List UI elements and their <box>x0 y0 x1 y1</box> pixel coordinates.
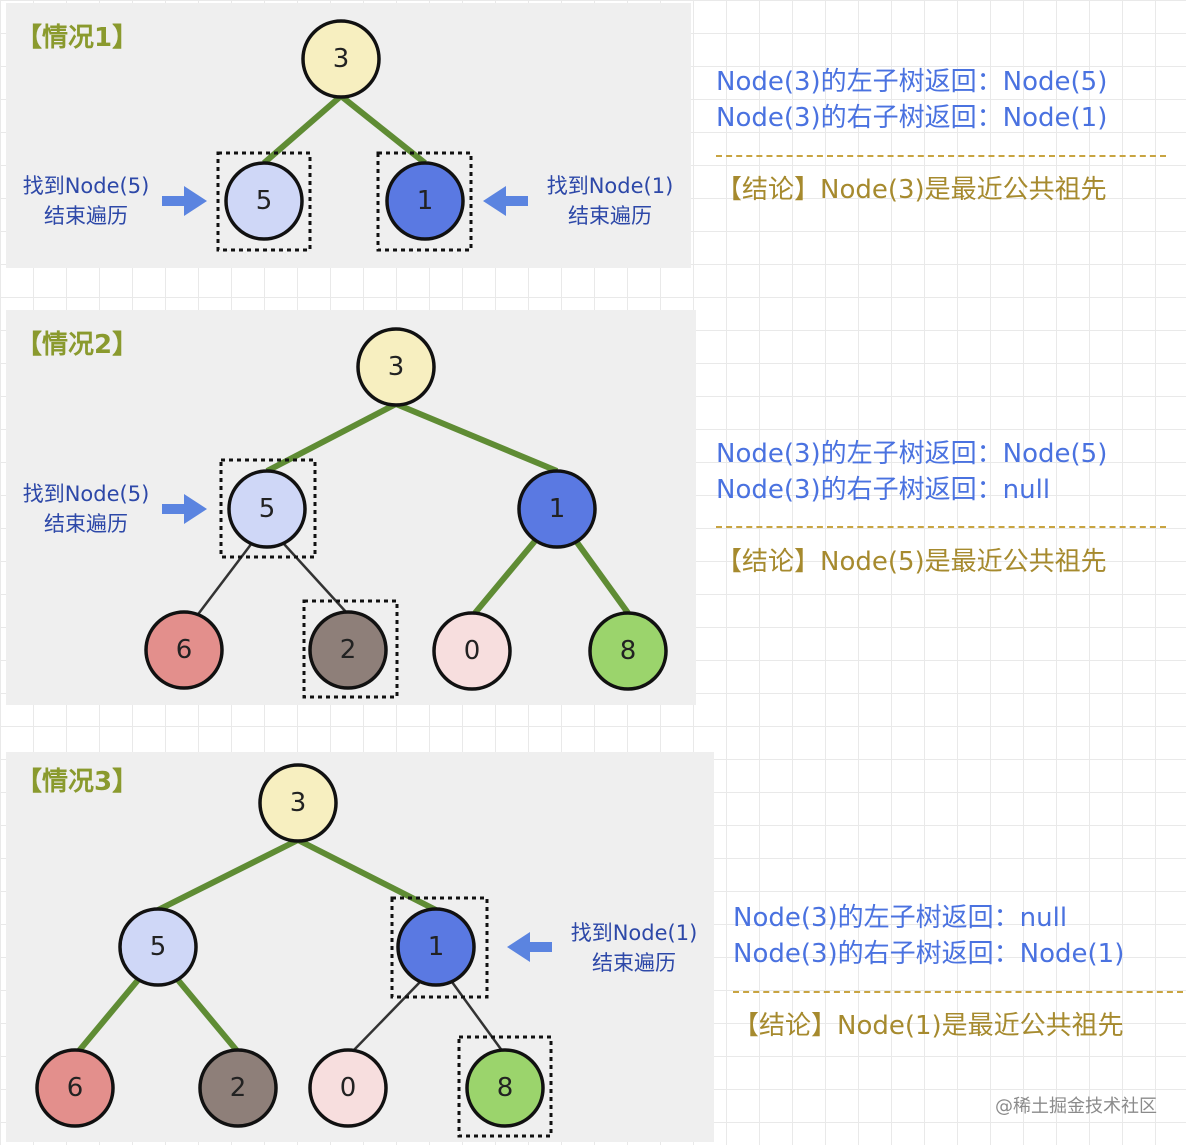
side-label: 结束遍历 <box>44 512 128 536</box>
tree-node <box>396 907 476 987</box>
node-label: 1 <box>549 494 566 524</box>
edge <box>156 837 300 913</box>
tree-node <box>227 469 307 549</box>
tree-node <box>356 327 436 407</box>
edge <box>472 539 538 615</box>
node-label: 1 <box>428 932 445 962</box>
case3-conclusion: 【结论】Node(1)是最近公共祖先 <box>733 1011 1124 1041</box>
found-box <box>390 896 489 999</box>
edge <box>175 978 241 1054</box>
case1-conclusion: 【结论】Node(3)是最近公共祖先 <box>716 175 1107 205</box>
watermark: @稀土掘金技术社区 <box>995 1096 1157 1117</box>
case2-conclusion: 【结论】Node(5)是最近公共祖先 <box>716 547 1107 577</box>
node-label: 3 <box>388 352 405 382</box>
arrow-left-icon <box>483 186 528 216</box>
case2-title: 【情况2】 <box>16 330 138 360</box>
edge <box>75 978 141 1054</box>
case3-right-return: Node(3)的右子树返回：Node(1) <box>733 939 1125 969</box>
tree-node <box>301 19 381 99</box>
case2-right-return: Node(3)的右子树返回：null <box>716 475 1051 505</box>
case2-diagram: 【情况2】 3 5 1 6 2 0 8 找到Node(5) 结束遍历 <box>16 327 668 699</box>
tree-node <box>385 161 465 241</box>
tree-node <box>465 1048 545 1128</box>
case3-left-return: Node(3)的左子树返回：null <box>733 903 1068 933</box>
edge <box>573 539 631 615</box>
arrow-right-icon <box>162 186 207 216</box>
side-label: 找到Node(1) <box>571 921 698 945</box>
node-label: 5 <box>256 186 273 216</box>
node-label: 3 <box>333 44 350 74</box>
edge <box>283 543 347 613</box>
tree-node <box>118 907 198 987</box>
tree-node <box>144 610 224 690</box>
tree-node <box>198 1048 278 1128</box>
tree-node <box>224 161 304 241</box>
case3-title: 【情况3】 <box>16 767 138 797</box>
tree-node <box>35 1048 115 1128</box>
node-label: 6 <box>67 1073 84 1103</box>
tree-node <box>308 1048 388 1128</box>
node-label: 2 <box>230 1073 247 1103</box>
side-label: 结束遍历 <box>44 204 128 228</box>
found-box <box>376 151 473 252</box>
case1-diagram: 【情况1】 3 5 1 找到Node(5) 结束遍历 找到Node(1) 结束遍… <box>16 19 674 252</box>
edge <box>296 837 438 913</box>
node-label: 8 <box>620 636 637 666</box>
case3-separator <box>733 991 1183 993</box>
tree-node <box>432 611 512 691</box>
tree-node <box>517 469 597 549</box>
found-box <box>302 599 399 699</box>
tree-node <box>258 763 338 843</box>
node-label: 3 <box>290 788 307 818</box>
case3-diagram: 【情况3】 3 5 1 6 2 0 8 找到Node(1) 结束遍历 <box>16 763 698 1138</box>
node-label: 5 <box>259 494 276 524</box>
node-label: 1 <box>417 186 434 216</box>
case1-separator <box>716 155 1166 157</box>
arrow-left-icon <box>507 932 552 962</box>
side-label: 找到Node(5) <box>23 482 150 506</box>
case1-right-return: Node(3)的右子树返回：Node(1) <box>716 103 1108 133</box>
tree-node <box>308 610 388 690</box>
case1-title: 【情况1】 <box>16 23 138 53</box>
edge <box>394 401 559 474</box>
node-label: 5 <box>150 932 167 962</box>
side-label: 找到Node(5) <box>23 174 150 198</box>
case1-left-return: Node(3)的左子树返回：Node(5) <box>716 67 1108 97</box>
edge <box>351 981 421 1053</box>
found-box <box>216 151 312 252</box>
node-label: 8 <box>497 1073 514 1103</box>
node-label: 0 <box>464 636 481 666</box>
edge <box>450 981 505 1053</box>
side-label: 结束遍历 <box>568 204 652 228</box>
node-label: 6 <box>176 635 193 665</box>
arrow-right-icon <box>162 494 207 524</box>
side-label: 结束遍历 <box>592 951 676 975</box>
tree-node <box>588 611 668 691</box>
case2-left-return: Node(3)的左子树返回：Node(5) <box>716 439 1108 469</box>
side-label: 找到Node(1) <box>547 174 674 198</box>
node-label: 0 <box>340 1073 357 1103</box>
edge <box>195 542 253 618</box>
case2-separator <box>716 526 1166 528</box>
node-label: 2 <box>340 635 357 665</box>
